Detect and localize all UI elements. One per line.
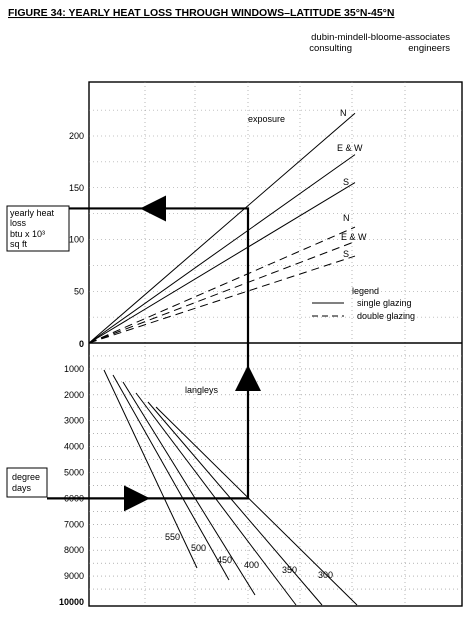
series-line-single — [88, 182, 356, 344]
zero-tick-label: 0 — [79, 339, 84, 349]
lower-yaxis-box — [6, 467, 48, 498]
langley-line — [135, 392, 297, 606]
series-label: E & W — [341, 232, 367, 242]
upper-axis-ticks: 50 100 150 200 — [69, 131, 84, 296]
lower-yaxis-line-2: days — [12, 483, 32, 493]
langley-label: 550 — [165, 532, 180, 542]
upper-yaxis-box — [6, 205, 70, 252]
arrow-up-icon — [235, 365, 261, 391]
series-line-single — [88, 154, 356, 344]
langley-label: 350 — [282, 565, 297, 575]
series-line-double — [88, 226, 356, 344]
legend-title: legend — [352, 286, 379, 296]
langley-line — [103, 369, 198, 569]
upper-yaxis-label: yearly heat loss btu x 10³ sq ft — [10, 208, 57, 249]
lower-tick-label: 8000 — [64, 545, 84, 555]
upper-tick-label: 50 — [74, 286, 84, 296]
langley-line — [122, 381, 256, 596]
upper-tick-label: 200 — [69, 131, 84, 141]
lower-tick-label: 7000 — [64, 519, 84, 529]
series-label: N — [340, 108, 347, 118]
credit-consulting: consulting — [309, 43, 352, 54]
series-label: N — [343, 213, 350, 223]
series-label: S — [343, 177, 349, 187]
langley-line — [147, 401, 323, 606]
arrow-right-icon — [124, 485, 150, 512]
legend-label-single: single glazing — [357, 298, 412, 308]
arrow-left-icon — [140, 195, 166, 222]
langley-label: 500 — [191, 543, 206, 553]
credit-engineers: engineers — [408, 43, 450, 54]
langley-line — [112, 374, 230, 581]
lower-tick-label: 5000 — [64, 468, 84, 478]
upper-series: N E & W S N E & W S — [88, 108, 367, 344]
grid — [89, 82, 462, 606]
upper-yaxis-line-3: btu x 10³ — [10, 229, 45, 239]
upper-tick-label: 150 — [69, 183, 84, 193]
series-label: E & W — [337, 143, 363, 153]
credit-firm: dubin-mindell-bloome-associates — [311, 32, 450, 43]
exposure-label: exposure — [248, 114, 285, 124]
lower-yaxis-line-1: degree — [12, 472, 40, 482]
langleys-label: langleys — [185, 385, 219, 395]
lower-tick-label: 10000 — [59, 597, 84, 607]
langley-label: 300 — [318, 570, 333, 580]
series-line-single — [88, 112, 356, 344]
upper-yaxis-line-1: yearly heat — [10, 208, 55, 218]
langley-label: 450 — [217, 555, 232, 565]
plot-frame — [88, 81, 463, 607]
lower-tick-label: 4000 — [64, 442, 84, 452]
series-line-double — [88, 241, 356, 344]
langley-label: 400 — [244, 560, 259, 570]
legend-label-double: double glazing — [357, 311, 415, 321]
lower-tick-label: 3000 — [64, 416, 84, 426]
upper-yaxis-line-2: loss — [10, 218, 27, 228]
upper-yaxis-line-4: sq ft — [10, 239, 28, 249]
lower-tick-label: 9000 — [64, 571, 84, 581]
figure-title: FIGURE 34: YEARLY HEAT LOSS THROUGH WIND… — [8, 7, 394, 19]
lower-tick-label: 2000 — [64, 390, 84, 400]
langley-line — [155, 406, 358, 606]
series-label: S — [343, 249, 349, 259]
lower-yaxis-label: degree days — [12, 472, 43, 493]
series-line-double — [88, 255, 356, 344]
lower-axis-ticks: 1000200030004000500060007000800090001000… — [59, 364, 84, 607]
lower-tick-label: 1000 — [64, 364, 84, 374]
lower-series: 550 500 450 400 350 300 — [103, 369, 358, 606]
upper-tick-label: 100 — [69, 235, 84, 245]
